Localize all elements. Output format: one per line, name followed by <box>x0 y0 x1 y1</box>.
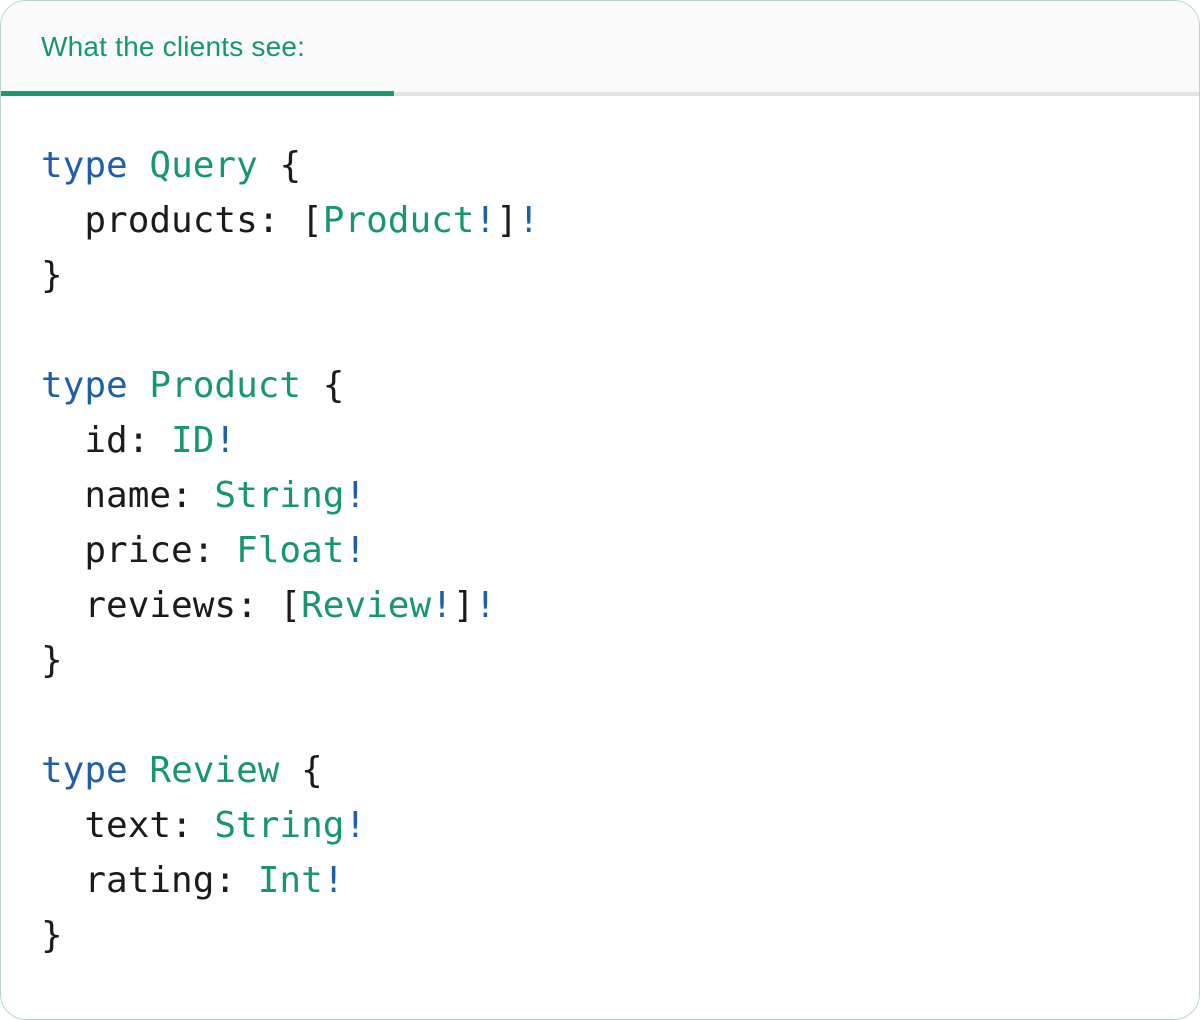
code-token-plain: { <box>257 145 302 186</box>
code-token-type: Int <box>257 860 323 901</box>
code-line: text: String! <box>41 798 1159 853</box>
code-line: price: Float! <box>41 523 1159 578</box>
tab-what-clients-see[interactable]: What the clients see: <box>1 1 394 96</box>
code-token-plain: } <box>41 640 63 681</box>
code-token-type: Review <box>301 585 432 626</box>
code-token-bang: ! <box>344 805 367 846</box>
code-token-plain <box>128 145 150 186</box>
code-token-type: Product <box>149 365 302 406</box>
code-token-bang: ! <box>431 585 453 626</box>
code-token-plain: id: <box>41 420 172 461</box>
code-token-plain: reviews: [ <box>41 585 302 626</box>
code-line-blank <box>41 303 1159 358</box>
code-token-type: String <box>214 805 345 846</box>
code-line: reviews: [Review!]! <box>41 578 1159 633</box>
code-token-type: Query <box>149 145 258 186</box>
code-token-plain: ] <box>452 585 475 626</box>
code-line: type Review { <box>41 743 1159 798</box>
tab-bar: What the clients see: <box>1 1 1199 96</box>
code-token-kw: type <box>41 750 128 791</box>
code-line: type Product { <box>41 358 1159 413</box>
code-token-type: Review <box>149 750 280 791</box>
code-line: products: [Product!]! <box>41 193 1159 248</box>
active-tab-underline <box>1 91 394 96</box>
code-token-plain: { <box>279 750 323 791</box>
tab-label: What the clients see: <box>41 30 306 62</box>
code-line: } <box>41 908 1159 963</box>
code-token-type: ID <box>171 420 215 461</box>
code-line: name: String! <box>41 468 1159 523</box>
code-token-plain: } <box>41 255 63 296</box>
code-block: type Query { products: [Product!]!}type … <box>41 138 1159 963</box>
code-token-bang: ! <box>214 420 237 461</box>
code-line: } <box>41 633 1159 688</box>
code-token-plain: ] <box>496 200 518 241</box>
code-token-type: String <box>214 475 345 516</box>
code-token-plain: { <box>301 365 345 406</box>
code-area: type Query { products: [Product!]!}type … <box>1 96 1199 963</box>
code-token-plain <box>128 750 150 791</box>
code-token-type: Float <box>236 530 345 571</box>
code-token-plain: name: <box>41 475 215 516</box>
code-token-kw: type <box>41 365 128 406</box>
code-token-type: Product <box>322 200 475 241</box>
code-token-bang: ! <box>517 200 540 241</box>
code-line: } <box>41 248 1159 303</box>
code-token-plain: products: [ <box>41 200 323 241</box>
code-token-bang: ! <box>344 530 367 571</box>
code-token-kw: type <box>41 145 128 186</box>
code-token-plain: text: <box>41 805 215 846</box>
code-line: type Query { <box>41 138 1159 193</box>
code-token-bang: ! <box>344 475 367 516</box>
code-line: rating: Int! <box>41 853 1159 908</box>
code-token-plain: rating: <box>41 860 258 901</box>
code-token-bang: ! <box>474 200 497 241</box>
code-token-bang: ! <box>474 585 497 626</box>
code-line-blank <box>41 688 1159 743</box>
code-token-plain <box>128 365 150 406</box>
code-token-plain: price: <box>41 530 237 571</box>
code-token-plain: } <box>41 915 63 956</box>
code-token-bang: ! <box>322 860 345 901</box>
code-line: id: ID! <box>41 413 1159 468</box>
